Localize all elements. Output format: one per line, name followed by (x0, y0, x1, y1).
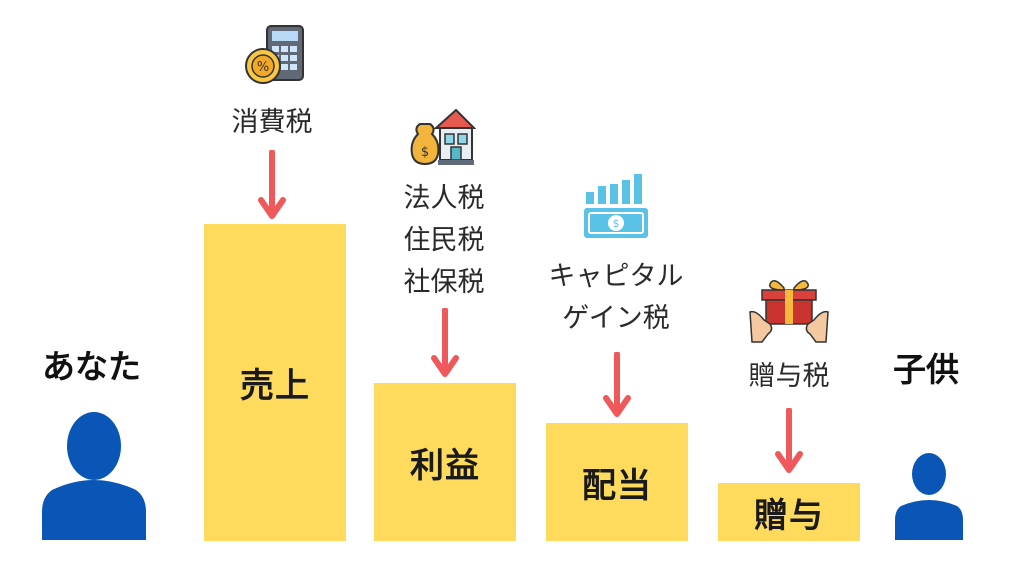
arrow-down (775, 408, 803, 480)
bar-label: 売上 (240, 366, 310, 406)
consumption-tax-label: 消費税 (214, 102, 330, 144)
person-icon (893, 450, 965, 542)
child-label: 子供 (893, 350, 959, 389)
tax-line: 社保税 (403, 267, 485, 298)
tax-line: 贈与税 (748, 361, 830, 392)
person-icon (38, 402, 150, 540)
tax-line: 法人税 (403, 183, 485, 214)
money-growth-chart-icon: $ (582, 172, 652, 240)
bar-label: 贈与 (754, 495, 824, 536)
svg-text:$: $ (613, 217, 620, 230)
arrow-down (603, 352, 631, 424)
gift-bar: 贈与 (718, 483, 860, 541)
svg-text:$: $ (421, 145, 429, 160)
arrow-down (431, 308, 459, 384)
money-bag-building-icon: $ (410, 102, 476, 168)
sales-bar: 売上 (204, 224, 346, 541)
arrow-down (258, 150, 286, 226)
svg-text:%: % (257, 60, 269, 75)
corporate-tax-labels: 法人税 住民税 社保税 (383, 178, 505, 304)
dividend-bar: 配当 (546, 423, 688, 541)
calculator-coin-icon: % (243, 22, 307, 86)
tax-line: 消費税 (231, 107, 313, 138)
gift-hands-icon (748, 274, 830, 346)
profit-bar: 利益 (374, 383, 516, 541)
tax-line: 住民税 (403, 225, 485, 256)
bar-label: 配当 (582, 465, 652, 506)
tax-line: キャピタル (548, 261, 684, 292)
tax-line: ゲイン税 (562, 303, 670, 334)
capital-gains-tax-labels: キャピタル ゲイン税 (536, 256, 696, 340)
bar-label: 利益 (410, 445, 480, 486)
gift-tax-label: 贈与税 (736, 356, 842, 398)
you-label: あなた (42, 347, 141, 386)
